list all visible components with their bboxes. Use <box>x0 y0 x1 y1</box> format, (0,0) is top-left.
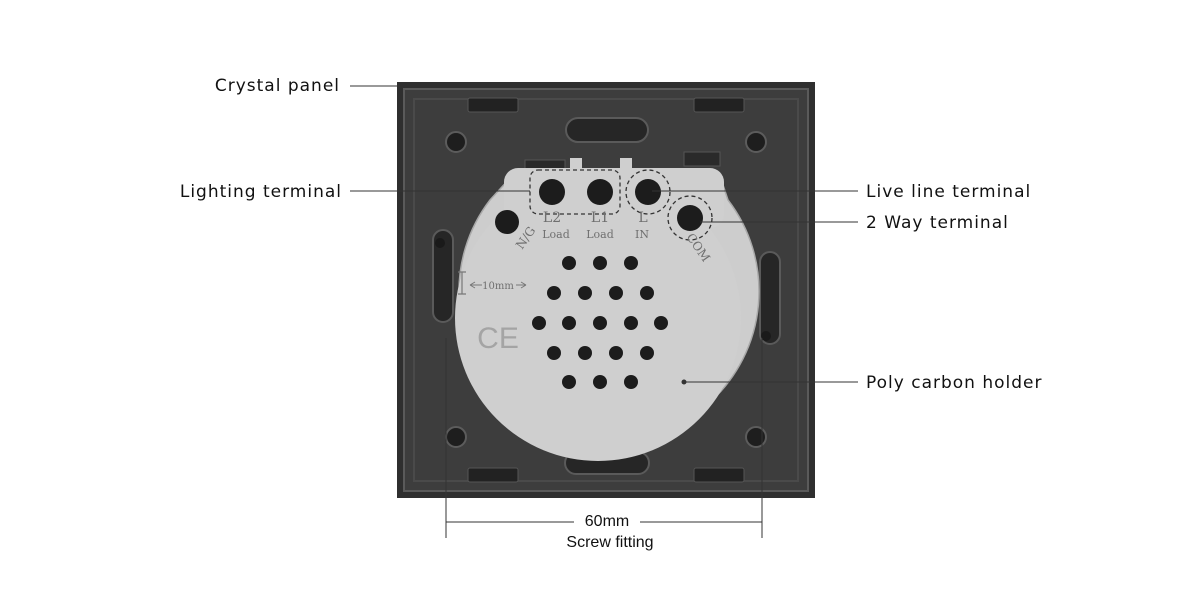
ce-mark: CE <box>477 322 519 355</box>
corner-hole-br <box>745 426 767 448</box>
terminal-label-l: L <box>638 210 647 226</box>
holder-notch-left <box>570 158 582 170</box>
label-poly-carbon-holder: Poly carbon holder <box>866 373 1043 393</box>
scale-marking: 10mm <box>458 271 527 295</box>
vent-holes <box>532 256 668 389</box>
dimension-lines <box>445 338 763 538</box>
vent-hole <box>609 286 623 300</box>
dimension-value: 60mm <box>584 513 630 530</box>
label-crystal-panel: Crystal panel <box>214 76 340 96</box>
scale-label: 10mm <box>482 281 514 292</box>
vent-hole <box>654 316 668 330</box>
left-screw-slot <box>432 229 454 323</box>
dimension-caption: Screw fitting <box>566 534 654 551</box>
vent-hole <box>624 375 638 389</box>
two-way-terminal-highlight <box>667 195 713 241</box>
vent-hole <box>593 316 607 330</box>
bottom-slot-right <box>693 467 745 483</box>
terminal-l1-screw <box>587 179 613 205</box>
vent-hole <box>624 316 638 330</box>
leader-dot-holder <box>681 379 687 385</box>
vent-hole <box>547 286 561 300</box>
terminal-label-l1: L1 <box>591 210 609 226</box>
plate-inner-edge <box>413 98 799 482</box>
leader-lines <box>350 85 858 383</box>
terminal-sublabel-load-l2: Load <box>542 228 570 241</box>
label-two-way-terminal: 2 Way terminal <box>866 213 1009 233</box>
tab-right <box>683 151 721 167</box>
vent-hole <box>609 346 623 360</box>
corner-hole-bl <box>445 426 467 448</box>
vent-hole <box>578 346 592 360</box>
terminal-l2-screw <box>539 179 565 205</box>
right-screw-slot <box>759 251 781 345</box>
screw-hole-left <box>435 238 445 248</box>
live-terminal-highlight <box>625 169 671 215</box>
terminal-l-screw <box>635 179 661 205</box>
screw-hole-right <box>761 331 771 341</box>
vent-hole <box>547 346 561 360</box>
label-live-line-terminal: Live line terminal <box>866 182 1032 202</box>
vent-hole <box>562 316 576 330</box>
bottom-slot-left <box>467 467 519 483</box>
lighting-terminal-highlight <box>529 169 621 215</box>
terminal-sublabel-load-l1: Load <box>586 228 614 241</box>
vent-hole <box>624 256 638 270</box>
vent-hole <box>593 375 607 389</box>
top-keyhole-slot <box>565 117 649 143</box>
top-slot-left <box>467 97 519 113</box>
vent-hole <box>640 286 654 300</box>
vent-hole <box>562 256 576 270</box>
terminal-com-screw <box>677 205 703 231</box>
top-slot-right <box>693 97 745 113</box>
vent-hole <box>532 316 546 330</box>
label-lighting-terminal: Lighting terminal <box>179 182 342 202</box>
vent-hole <box>562 375 576 389</box>
vent-hole <box>578 286 592 300</box>
holder-notch-right <box>620 158 632 170</box>
terminal-label-l2: L2 <box>543 210 561 226</box>
terminal-ng-screw <box>495 210 519 234</box>
terminal-sublabel-in: IN <box>635 228 649 241</box>
corner-hole-tl <box>445 131 467 153</box>
vent-hole <box>593 256 607 270</box>
corner-hole-tr <box>745 131 767 153</box>
vent-hole <box>640 346 654 360</box>
